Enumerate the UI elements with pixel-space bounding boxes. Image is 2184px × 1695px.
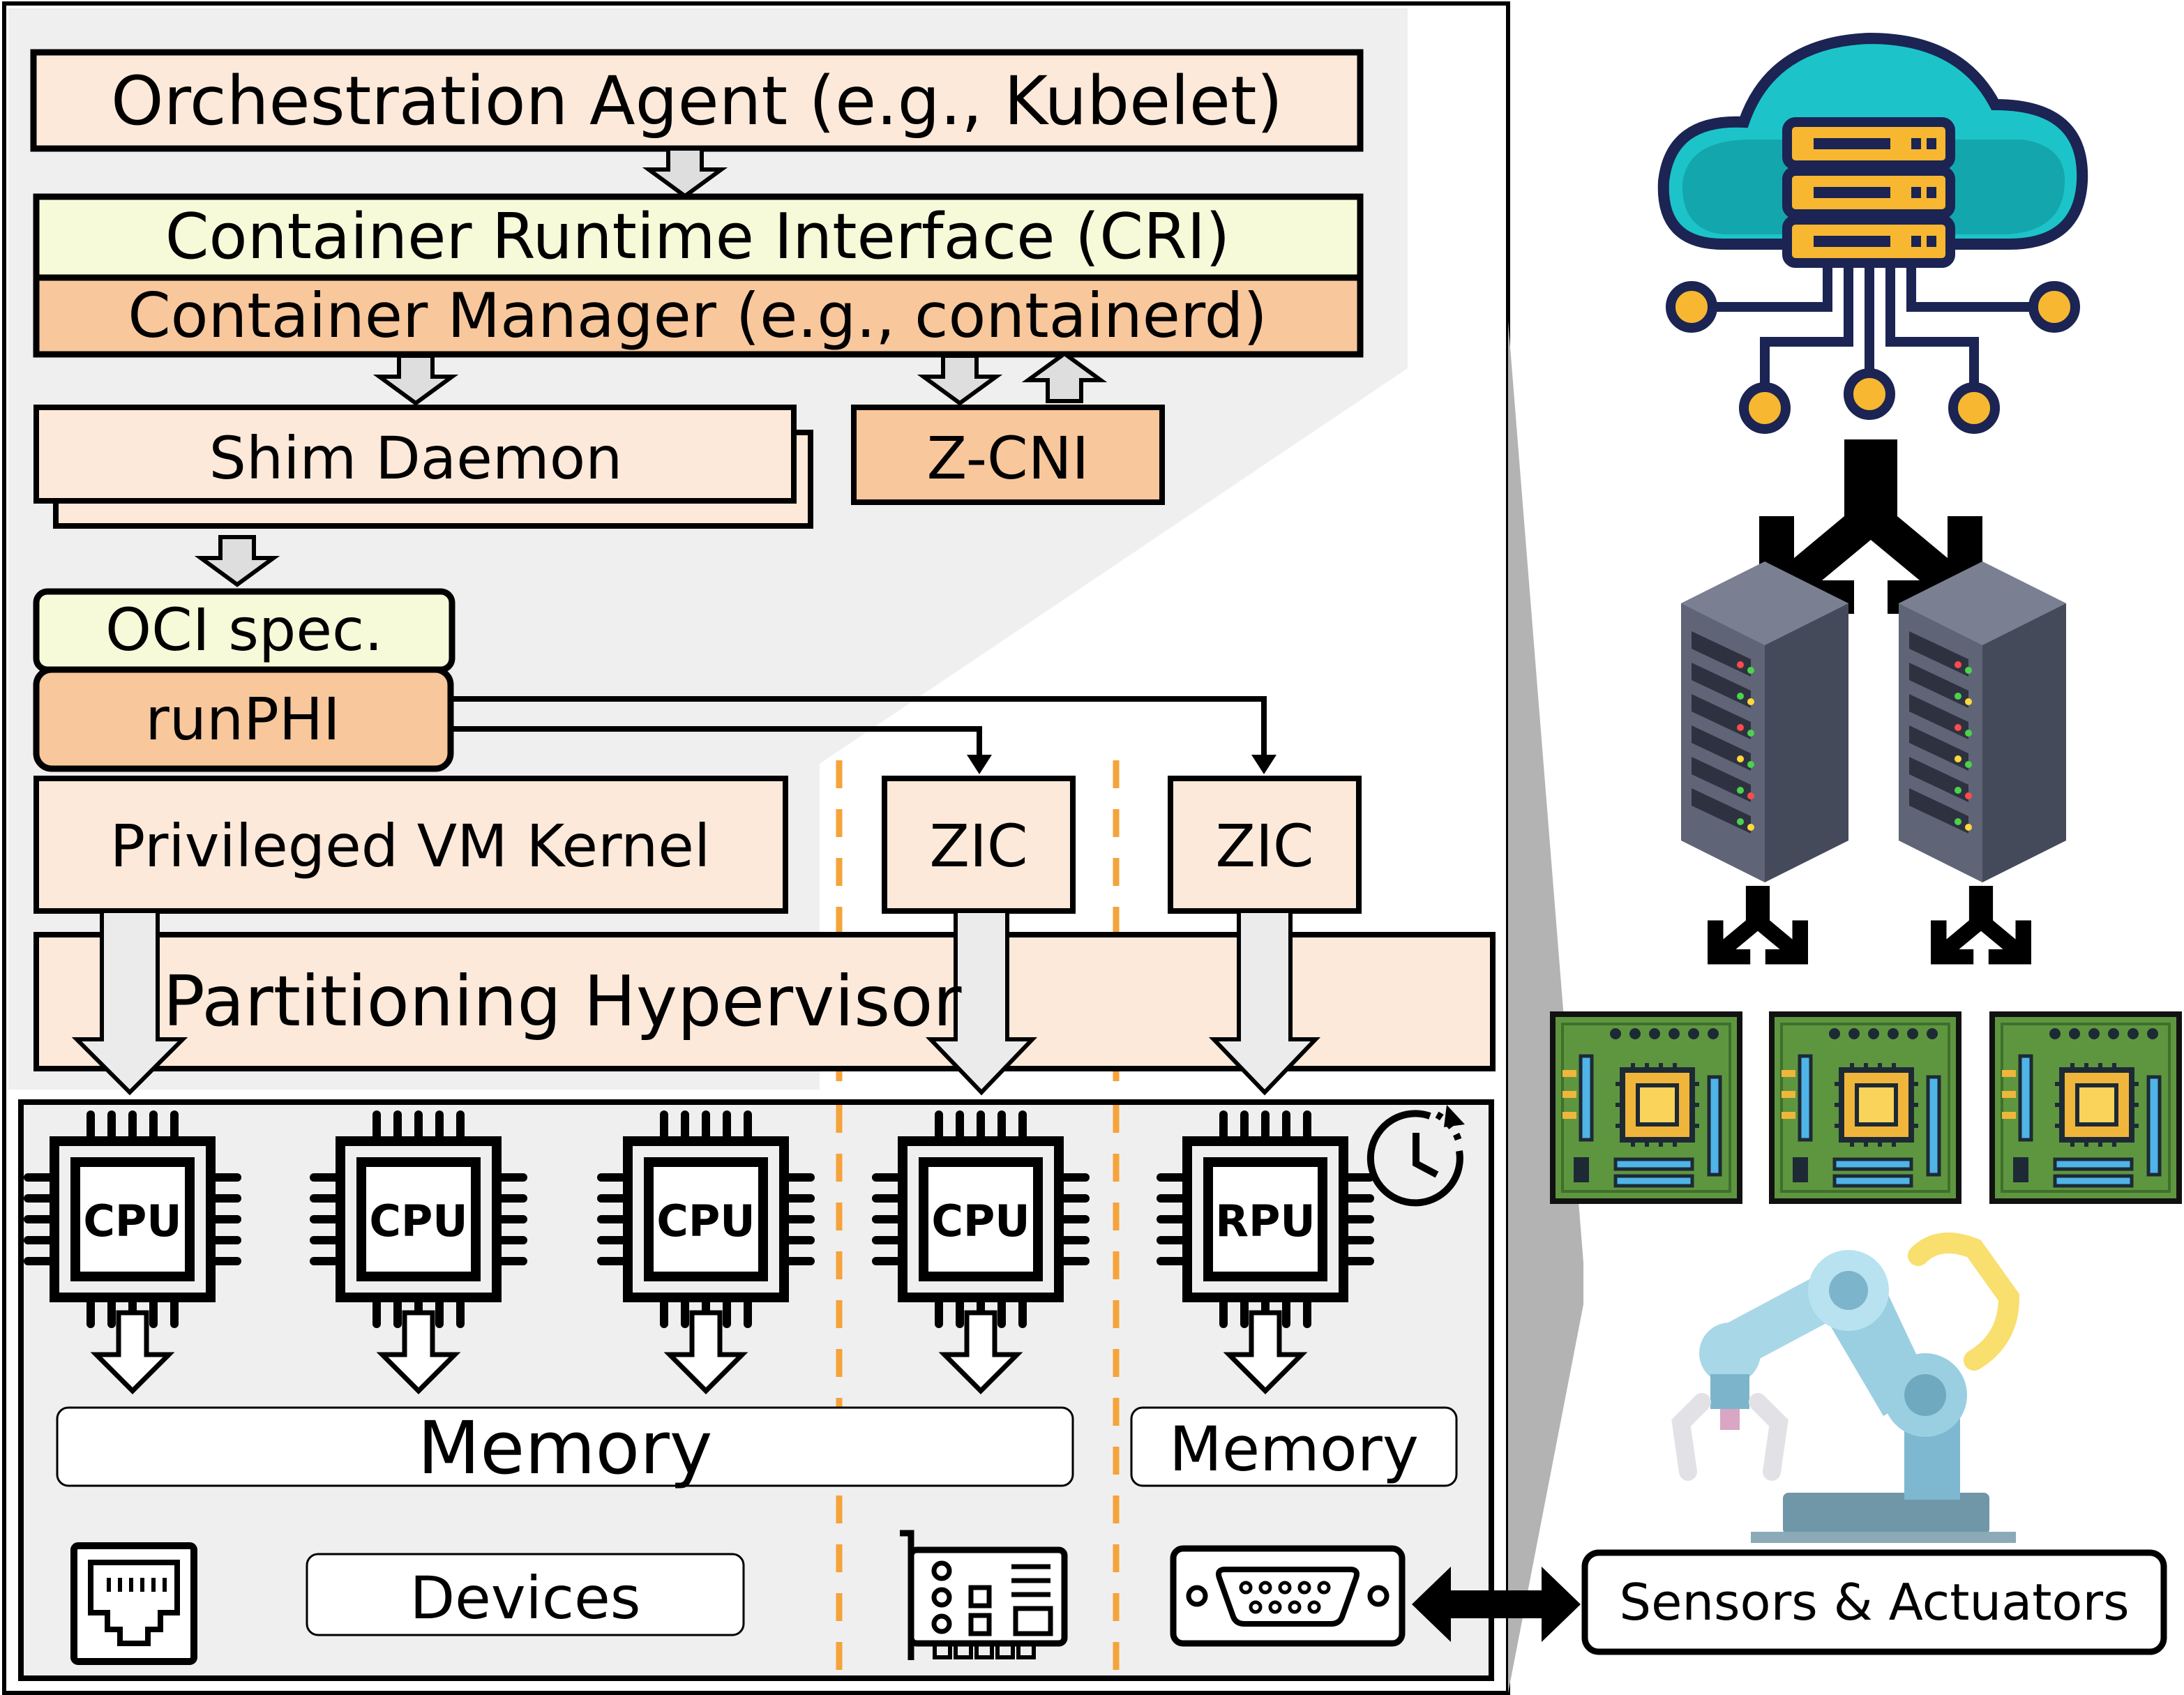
- zic-label-2: ZIC: [1216, 812, 1314, 880]
- runphi-to-zic1-connector: [452, 726, 982, 760]
- cpu-label-2: CPU: [369, 1196, 467, 1246]
- sensors-actuators-box: [1581, 1549, 2167, 1655]
- vm-to-cpu-arrow: [71, 909, 188, 1096]
- privileged-vm-kernel-box: [33, 776, 788, 914]
- zic1-to-cpu-arrow: [925, 909, 1038, 1096]
- zic-box-1: [882, 776, 1076, 914]
- rpu-memory-label: Memory: [1169, 1413, 1419, 1485]
- runphi-to-zic2-connector: [452, 696, 1267, 760]
- cloud-server-icon: [1657, 32, 2088, 434]
- runphi-label: runPHI: [145, 685, 340, 753]
- shim-daemon-box: [33, 405, 797, 504]
- server-rack-icon-1: [1681, 562, 1848, 882]
- cri-box: [33, 193, 1364, 281]
- cpu-label-4: CPU: [931, 1196, 1030, 1246]
- shim-daemon-label: Shim Daemon: [209, 424, 623, 492]
- shared-memory-box: [56, 1406, 1074, 1487]
- zcni-box: [851, 405, 1165, 505]
- privileged-vm-kernel-label: Privileged VM Kernel: [110, 812, 711, 880]
- rpu-label: RPU: [1215, 1196, 1316, 1246]
- zic-label-1: ZIC: [930, 812, 1028, 880]
- rpu-memory-box: [1130, 1406, 1458, 1487]
- circuit-board-icon-3: [1992, 1014, 2179, 1201]
- serial-port-icon: [1170, 1545, 1406, 1647]
- cpu-label-1: CPU: [83, 1196, 181, 1246]
- ethernet-port-icon: [70, 1542, 197, 1665]
- hypervisor-label: Partitioning Hypervisor: [163, 960, 962, 1042]
- zcni-label: Z-CNI: [927, 424, 1090, 492]
- devices-box: [306, 1553, 745, 1636]
- zic2-to-rpu-arrow: [1208, 909, 1321, 1096]
- zic2-arrowhead: [1251, 755, 1276, 774]
- devices-label: Devices: [409, 1564, 640, 1632]
- circuit-board-icon-1: [1553, 1014, 1740, 1201]
- split-arrow-small-2: [1931, 886, 2031, 965]
- zic-box-2: [1168, 776, 1362, 914]
- container-manager-label: Container Manager (e.g., containerd): [128, 280, 1267, 352]
- zoom-wedge: [1508, 321, 1583, 1693]
- cri-label: Container Runtime Interface (CRI): [165, 200, 1230, 273]
- server-rack-icon-2: [1899, 562, 2066, 882]
- sensors-actuators-label: Sensors & Actuators: [1619, 1573, 2129, 1632]
- bidirectional-arrow: [1412, 1567, 1581, 1642]
- clock-icon: [1366, 1105, 1465, 1207]
- oci-spec-label: OCI spec.: [105, 596, 383, 664]
- orchestration-agent-label: Orchestration Agent (e.g., Kubelet): [111, 62, 1283, 140]
- circuit-board-icon-2: [1772, 1014, 1959, 1201]
- shared-memory-label: Memory: [418, 1406, 713, 1491]
- pcie-card-icon: [900, 1530, 1068, 1660]
- split-arrow-small-1: [1708, 886, 1808, 965]
- cpu-label-3: CPU: [656, 1196, 755, 1246]
- robot-arm-icon: [1671, 1233, 2020, 1543]
- runphi-box: [33, 666, 454, 772]
- container-manager-box: [33, 274, 1364, 358]
- zic1-arrowhead: [967, 755, 992, 774]
